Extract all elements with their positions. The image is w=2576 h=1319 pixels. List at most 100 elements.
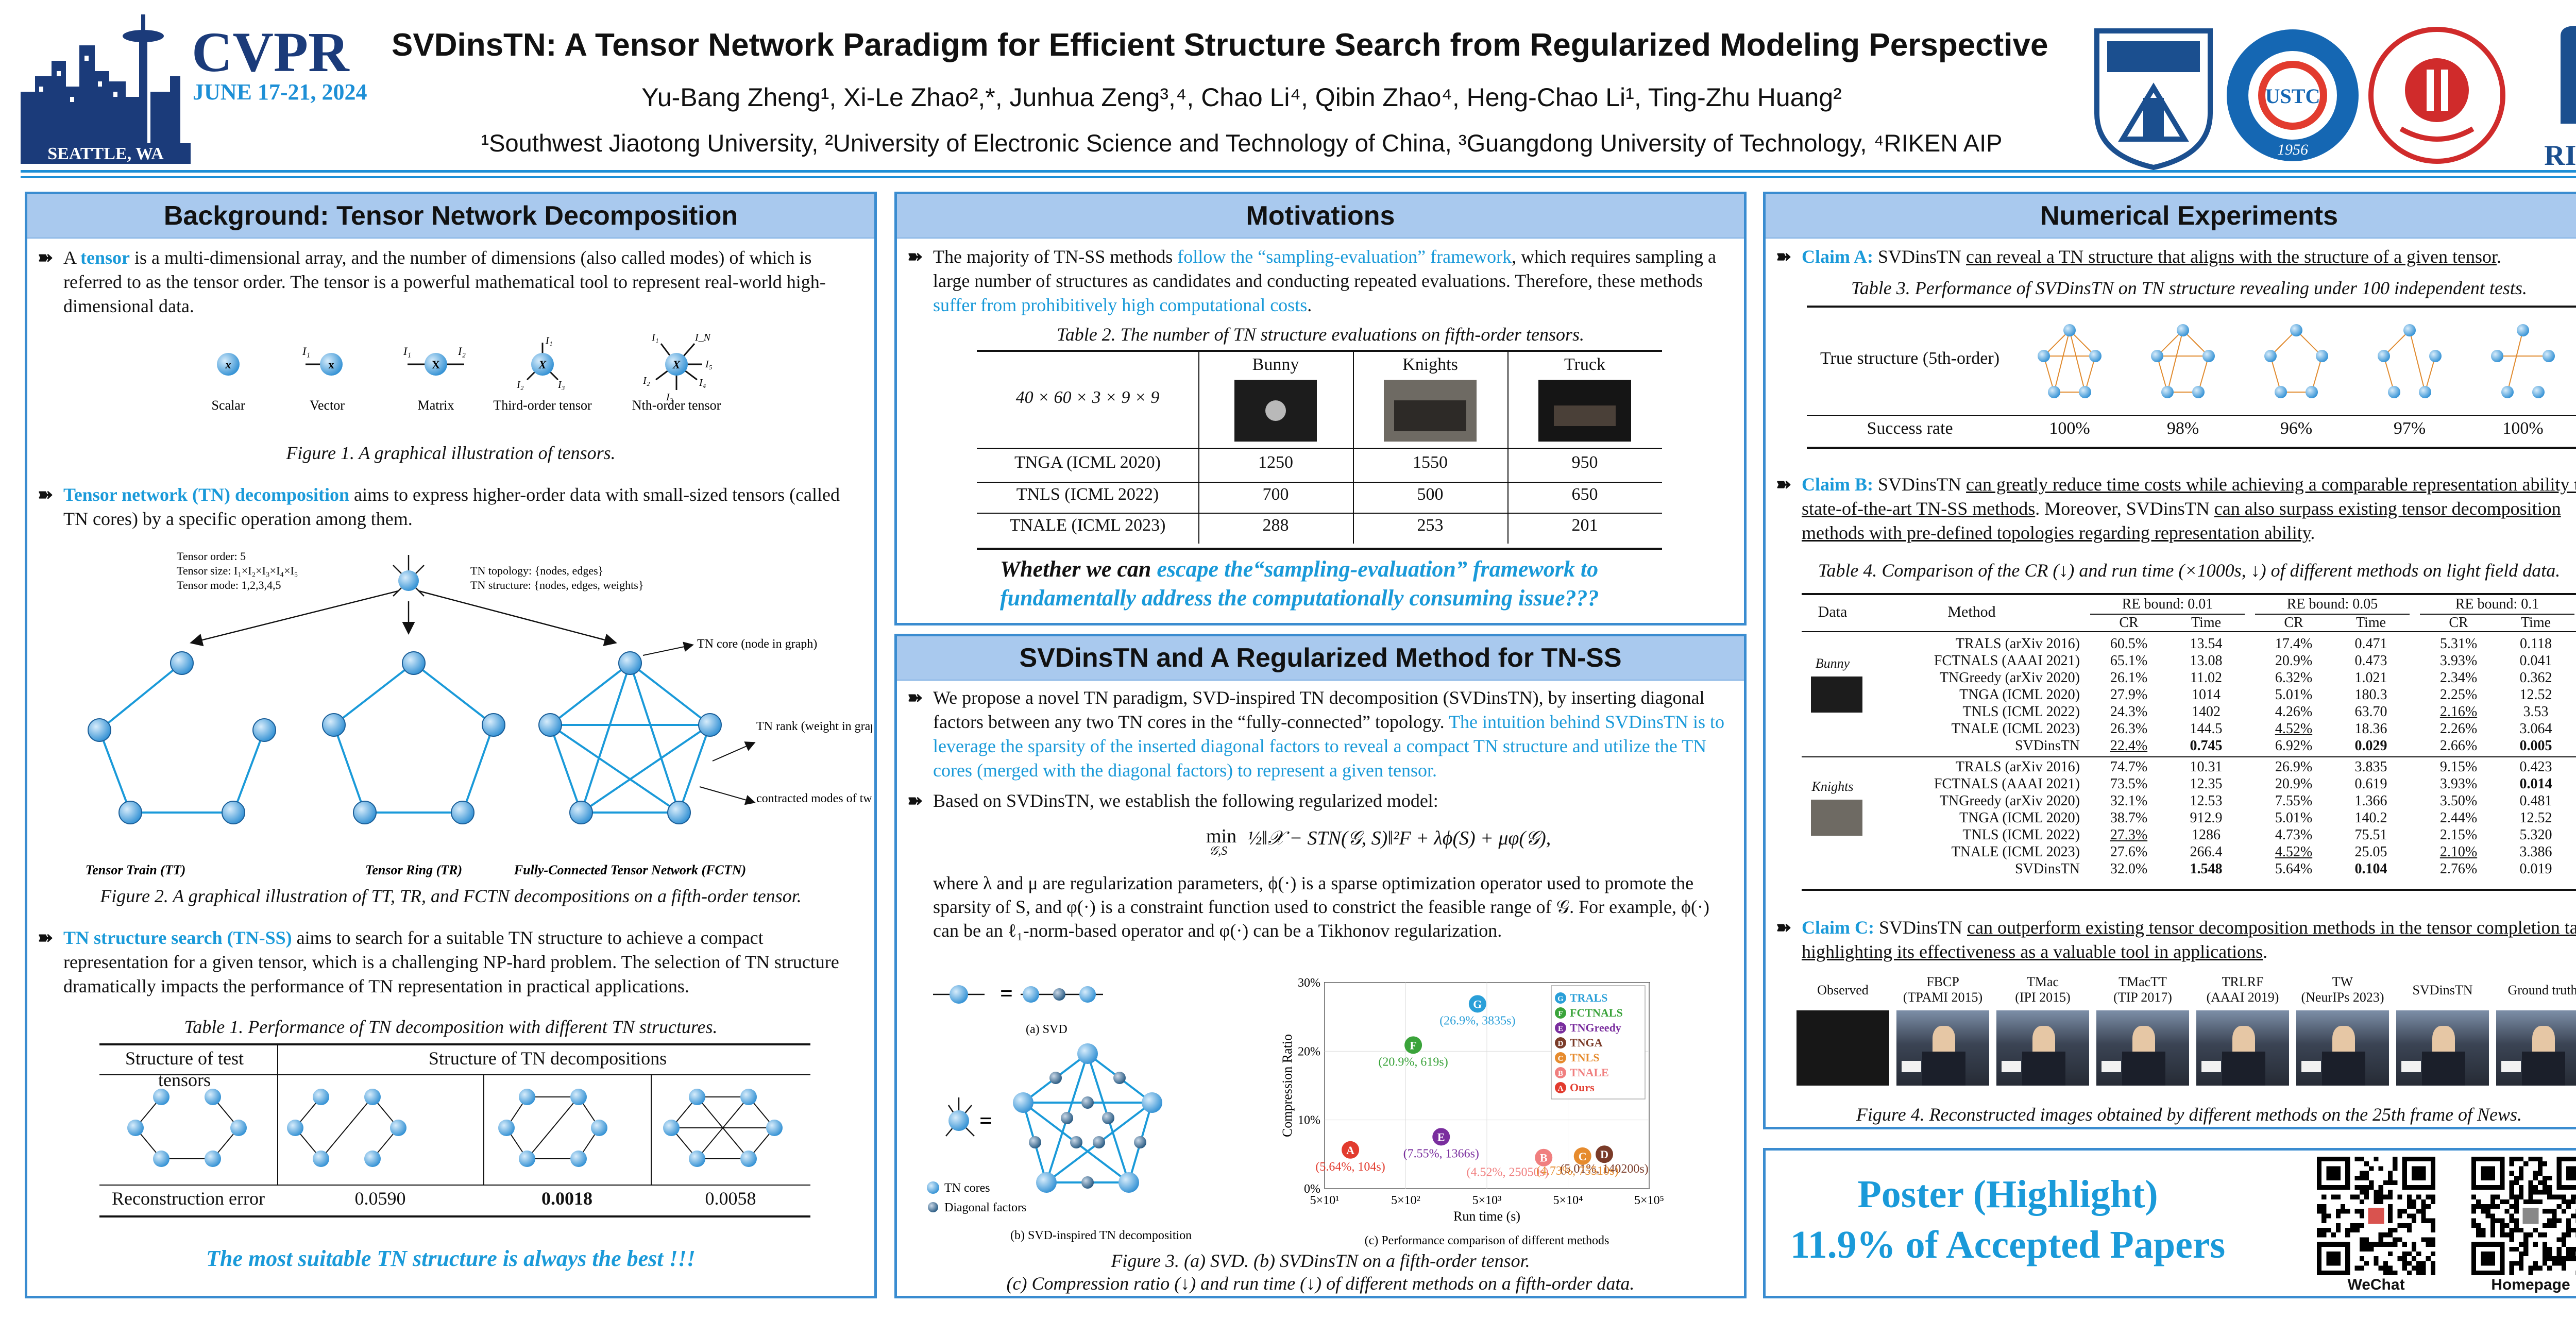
table-4-cell: 2.15%: [2439, 827, 2478, 843]
figure-1-caption: Figure 1. A graphical illustration of te…: [286, 443, 616, 463]
background-panel: Background: Tensor Network Decomposition…: [25, 192, 877, 1298]
chart-xtick-label: 5×10⁴: [1553, 1194, 1583, 1207]
success-rate-cell: 100%: [2049, 419, 2090, 438]
bullet-icon: ➽: [1776, 246, 1792, 267]
svg-text:I₃: I₃: [666, 392, 673, 403]
svg-text:I₂: I₂: [516, 379, 524, 391]
table-2-col-bunny: Bunny: [1252, 355, 1299, 374]
chart-legend-marker: [1555, 1007, 1566, 1019]
chart-legend-marker: [1555, 992, 1566, 1004]
fig1-label-nth-order: Nth-order tensor: [632, 398, 721, 413]
wechat-qr-code[interactable]: [2317, 1157, 2435, 1275]
table-4-cell: SVDinsTN: [2014, 861, 2080, 877]
table-4-header-bound: RE bound: 0.05: [2286, 596, 2378, 612]
svg-text:I₄: I₄: [699, 377, 706, 388]
table-4-cell: TNGreedy (arXiv 2020): [1939, 793, 2080, 809]
success-rate-cell: 96%: [2280, 419, 2313, 438]
chart-data-label: (20.9%, 619s): [1378, 1055, 1448, 1069]
experiments-heading: Numerical Experiments: [1766, 194, 2576, 239]
fig3a-label: (a) SVD: [1026, 1023, 1067, 1036]
svg-text:I₁: I₁: [651, 332, 659, 343]
table-2: 40 × 60 × 3 × 9 × 9 Bunny Knights Truck …: [977, 350, 1662, 550]
table-1-value-3: 0.0058: [705, 1188, 756, 1209]
regularized-model-equation: min 𝒢,S ½‖𝒳 − STN(𝒢, S)‖²F + λϕ(S) + μφ(…: [1206, 825, 1551, 858]
chart-point-letter: A: [1346, 1144, 1354, 1157]
table-4-cell: 0.041: [2519, 653, 2552, 669]
chart-legend-label: TNGreedy: [1570, 1021, 1621, 1034]
chart-xtick-label: 5×10⁵: [1634, 1194, 1664, 1207]
figure-3ab: = (a) SVD = TN cores Diagonal factors (b…: [927, 981, 1192, 1242]
chart-data-label: (4.73%, 75510s): [1536, 1164, 1618, 1178]
table-4-header-bound: RE bound: 0.1: [2455, 596, 2539, 612]
riken-logo: RIKEN: [2544, 26, 2576, 170]
table-2-col-truck: Truck: [1564, 355, 1605, 374]
table-4-cell: FCTNALS (AAAI 2021): [1934, 653, 2080, 669]
table-4-cell: 140.2: [2354, 810, 2387, 826]
fig4-column-label: FBCP: [1926, 974, 1959, 989]
table-4-subheader-cell: Time: [2520, 615, 2551, 631]
table-4-cell: TNGreedy (arXiv 2020): [1939, 670, 2080, 686]
ustc-logo: USTC 1956: [2227, 29, 2359, 161]
fig1-label-matrix: Matrix: [418, 398, 454, 413]
table-4-cell: TNALE (ICML 2023): [1951, 844, 2080, 860]
fig4-column-venue: (TIP 2017): [2113, 990, 2172, 1005]
table-4-cell: 1014: [2192, 687, 2221, 703]
chart-legend: [1551, 985, 1646, 1100]
table-4-cell: 32.1%: [2110, 793, 2148, 809]
svg-text:I₅: I₅: [705, 359, 713, 370]
fig2-info-mode: Tensor mode: 1,2,3,4,5: [177, 579, 281, 591]
table-4-cell: 2.26%: [2439, 721, 2478, 737]
table-4-cell: 63.70: [2354, 704, 2387, 720]
svg-text:x: x: [225, 358, 231, 371]
table-4-cell: 6.32%: [2275, 670, 2313, 686]
table-4-cell: 20.9%: [2275, 653, 2313, 669]
chart-legend-label: TNALE: [1570, 1066, 1609, 1079]
table-4-cell: 0.019: [2519, 861, 2552, 877]
highlight-line-2: 11.9% of Accepted Papers: [1790, 1223, 2226, 1266]
background-heading: Background: Tensor Network Decomposition: [27, 194, 874, 239]
chart-point-letter: C: [1579, 1150, 1587, 1163]
table-4-cell: 4.26%: [2275, 704, 2313, 720]
table-4-cell: 7.55%: [2275, 793, 2313, 809]
table-4-cell: 60.5%: [2110, 636, 2148, 652]
figure-3-caption-2: (c) Compression ratio (↓) and run time (…: [1006, 1273, 1635, 1294]
header-divider: [21, 170, 2576, 173]
chart-point-ours: [1342, 1141, 1360, 1159]
table-4-cell: 0.473: [2354, 653, 2387, 669]
chart-ytick-label: 30%: [1298, 976, 1320, 990]
table-1-value-1: 0.0590: [354, 1188, 406, 1209]
table-4-cell: 65.1%: [2110, 653, 2148, 669]
table-4-cell: 3.93%: [2439, 653, 2478, 669]
svg-text:=: =: [1000, 981, 1013, 1006]
homepage-qr-code[interactable]: [2471, 1157, 2576, 1275]
table-4-group-bunny: Bunny: [1815, 656, 1850, 671]
chart-legend-letter: C: [1558, 1055, 1564, 1063]
fig1-label-scalar: Scalar: [212, 398, 245, 413]
table-4-cell: 0.118: [2520, 636, 2552, 652]
cvpr-logo: SEATTLE, WA CVPR JUNE 17-21, 2024: [21, 14, 367, 164]
table-4-cell: 0.362: [2519, 670, 2552, 686]
fig4-column-label: TW: [2332, 974, 2353, 989]
poster-header: SEATTLE, WA CVPR JUNE 17-21, 2024 SVDins…: [0, 0, 2576, 170]
fig1-label-vector: Vector: [310, 398, 345, 413]
table-4-cell: 20.9%: [2275, 776, 2313, 792]
figure-3-caption-1: Figure 3. (a) SVD. (b) SVDinsTN on a fif…: [1111, 1250, 1530, 1271]
success-rate-cell: 100%: [2502, 419, 2544, 438]
table-4-cell: 26.3%: [2110, 721, 2148, 737]
wechat-label: WeChat: [2347, 1276, 2405, 1293]
knights-thumbnail: [1384, 380, 1477, 442]
svg-text:I₁: I₁: [545, 335, 553, 346]
table-4-cell: 27.3%: [2110, 827, 2148, 843]
table-4-cell: TNLS (ICML 2022): [1962, 704, 2080, 720]
chart-data-label: (5.01%, 140200s): [1560, 1162, 1648, 1176]
bullet-icon: ➽: [907, 790, 923, 811]
fig4-column-venue: (IPI 2015): [2015, 990, 2071, 1005]
table-4-thumbnail: [1811, 800, 1862, 836]
table-2-caption: Table 2. The number of TN structure eval…: [1056, 324, 1584, 345]
chart-data-label: (4.52%, 25050s): [1467, 1166, 1549, 1179]
table-4-cell: 13.54: [2190, 636, 2223, 652]
